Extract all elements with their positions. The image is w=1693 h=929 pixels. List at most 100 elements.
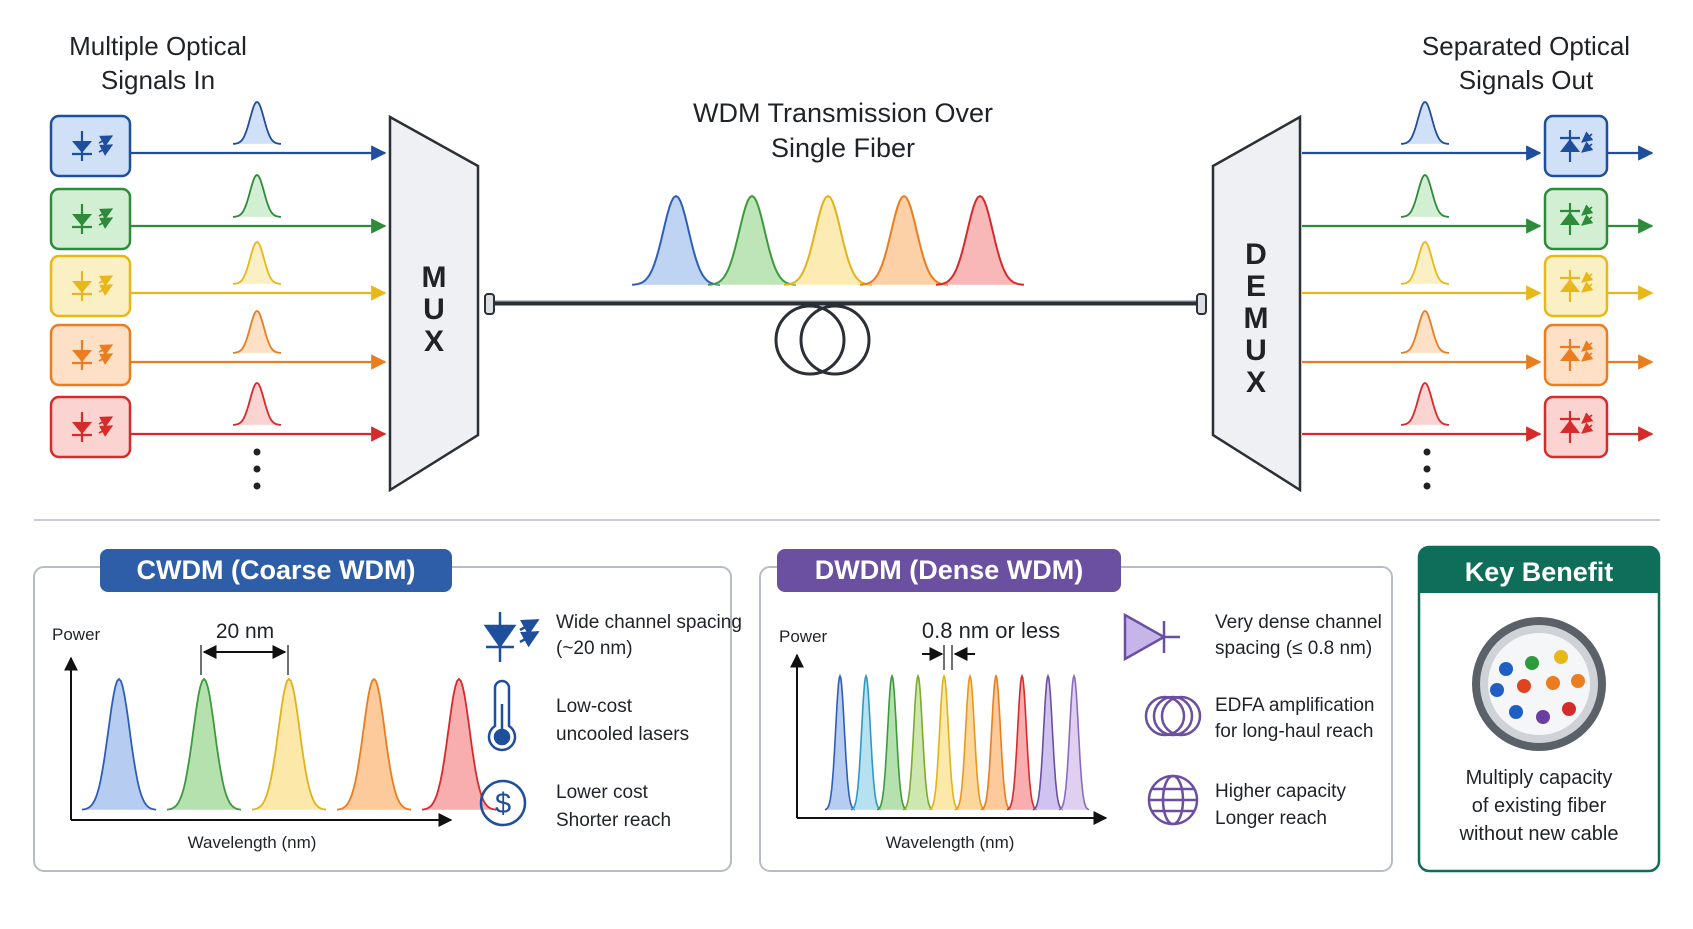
input-pulse: [232, 240, 282, 285]
demux-letter: X: [1246, 366, 1266, 399]
thermometer-icon: [487, 679, 517, 752]
cwdm-channel-peak: [421, 677, 497, 811]
right-title-line-1: Separated Optical: [1422, 31, 1630, 61]
cwdm-wavelength-label: Wavelength (nm): [188, 833, 317, 852]
output-channel-1: [1302, 100, 1654, 178]
photodiode-icon: [1560, 339, 1594, 371]
cwdm-spacing-label: 20 nm: [216, 620, 274, 643]
right-title-line-2: Signals Out: [1459, 65, 1594, 95]
dwdm-channel-peak: [1032, 673, 1064, 811]
output-pulse: [1400, 100, 1450, 145]
fiber-pulse: [783, 194, 873, 286]
amplifier-icon: [1123, 612, 1180, 662]
cwdm-channel-peak: [81, 677, 157, 811]
key-benefit-line-2: of existing fiber: [1472, 795, 1607, 817]
cwdm-feature-3-line-2: Shorter reach: [556, 810, 671, 831]
more-channels-dots-left: [253, 448, 261, 490]
cwdm-spectrum: [81, 677, 497, 811]
cwdm-channel-peak: [166, 677, 242, 811]
dwdm-spacing-label: 0.8 nm or less: [922, 618, 1060, 643]
output-channel-2: [1302, 173, 1654, 251]
cwdm-feature-2-line-1: Low-cost: [556, 696, 633, 717]
photodiode-icon: [1560, 411, 1594, 443]
input-pulse: [232, 309, 282, 354]
fiber-connector-left: [484, 293, 495, 315]
dwdm-spectrum: [824, 673, 1090, 811]
single-fiber: [484, 293, 1207, 376]
dwdm-channel-peak: [850, 673, 882, 811]
svg-text:$: $: [495, 788, 511, 820]
dwdm-feature-3-line-1: Higher capacity: [1215, 781, 1346, 802]
output-channel-4: [1302, 309, 1654, 387]
key-benefit-header-bg: [1419, 547, 1659, 593]
photodetector-box: [1543, 187, 1609, 251]
cwdm-header-badge: [100, 549, 452, 592]
laser-source-box: [49, 187, 132, 251]
dwdm-power-label: Power: [779, 627, 828, 646]
cwdm-feature-3-line-1: Lower cost: [556, 782, 649, 803]
laser-diode-icon: [72, 204, 114, 234]
laser-diode-icon: [72, 412, 114, 442]
laser-source-2: [49, 173, 387, 251]
fiber-pulse: [859, 194, 949, 286]
mux-letter: X: [424, 325, 444, 358]
demux-letter: E: [1246, 270, 1266, 303]
cwdm-feature-1-line-2: (~20 nm): [556, 638, 633, 659]
dwdm-feature-2-line-2: for long-haul reach: [1215, 721, 1373, 742]
dwdm-channel-peak: [980, 673, 1012, 811]
fiber-pulse: [707, 194, 797, 286]
cwdm-feature-1-line-1: Wide channel spacing: [556, 612, 742, 633]
left-title-line-1: Multiple Optical: [69, 31, 247, 61]
laser-source-box: [49, 114, 132, 178]
input-channels: [49, 100, 387, 459]
demux-block: [1211, 114, 1302, 493]
more-channels-dots-right: [1423, 448, 1431, 490]
dwdm-channel-peak: [824, 673, 856, 811]
fiber-connector-right: [1196, 293, 1207, 315]
laser-diode-icon: [72, 131, 114, 161]
dwdm-feature-1-line-1: Very dense channel: [1215, 612, 1382, 633]
output-pulse: [1400, 240, 1450, 285]
photodiode-icon: [1560, 203, 1594, 235]
photodetector-box: [1543, 323, 1609, 387]
mux-letter: M: [422, 261, 447, 294]
output-channel-5: [1302, 381, 1654, 459]
fiber-coil-icon: [774, 304, 871, 376]
input-pulse: [232, 381, 282, 426]
globe-icon: [1147, 774, 1199, 826]
cwdm-channel-peak: [336, 677, 412, 811]
dwdm-channel-peak: [1006, 673, 1038, 811]
output-pulse: [1400, 173, 1450, 218]
photodetector-box: [1543, 395, 1609, 459]
key-benefit-header: Key Benefit: [1465, 557, 1614, 587]
cwdm-power-label: Power: [52, 625, 101, 644]
laser-source-box: [49, 323, 132, 387]
input-pulse: [232, 100, 282, 145]
demux-letter: M: [1244, 302, 1269, 335]
photodetector-box: [1543, 114, 1609, 178]
output-channels: [1302, 100, 1654, 459]
photodiode-icon: [1560, 130, 1594, 162]
laser-source-3: [49, 240, 387, 318]
dwdm-channel-peak: [928, 673, 960, 811]
dwdm-panel: DWDM (Dense WDM) Power Wavelength (nm) 0…: [759, 549, 1393, 872]
laser-diode-icon: [72, 271, 114, 301]
output-channel-3: [1302, 240, 1654, 318]
dollar-icon: $: [479, 779, 527, 827]
left-title-line-2: Signals In: [101, 65, 215, 95]
fiber-pulse: [631, 194, 721, 286]
dwdm-channel-peak: [876, 673, 908, 811]
dwdm-channel-peak: [954, 673, 986, 811]
dwdm-feature-3-line-2: Longer reach: [1215, 808, 1327, 829]
center-title-line-2: Single Fiber: [771, 133, 915, 163]
photodiode-icon: [1560, 270, 1594, 302]
cwdm-header: CWDM (Coarse WDM): [137, 555, 416, 585]
dwdm-header: DWDM (Dense WDM): [815, 555, 1083, 585]
cwdm-feature-2-line-2: uncooled lasers: [556, 724, 689, 745]
dwdm-feature-2-line-1: EDFA amplification: [1215, 695, 1374, 716]
key-benefit-line-3: without new cable: [1459, 823, 1619, 845]
fiber-coil-icon: [1144, 695, 1202, 737]
laser-source-box: [49, 395, 132, 459]
laser-diode-icon: [483, 612, 540, 662]
